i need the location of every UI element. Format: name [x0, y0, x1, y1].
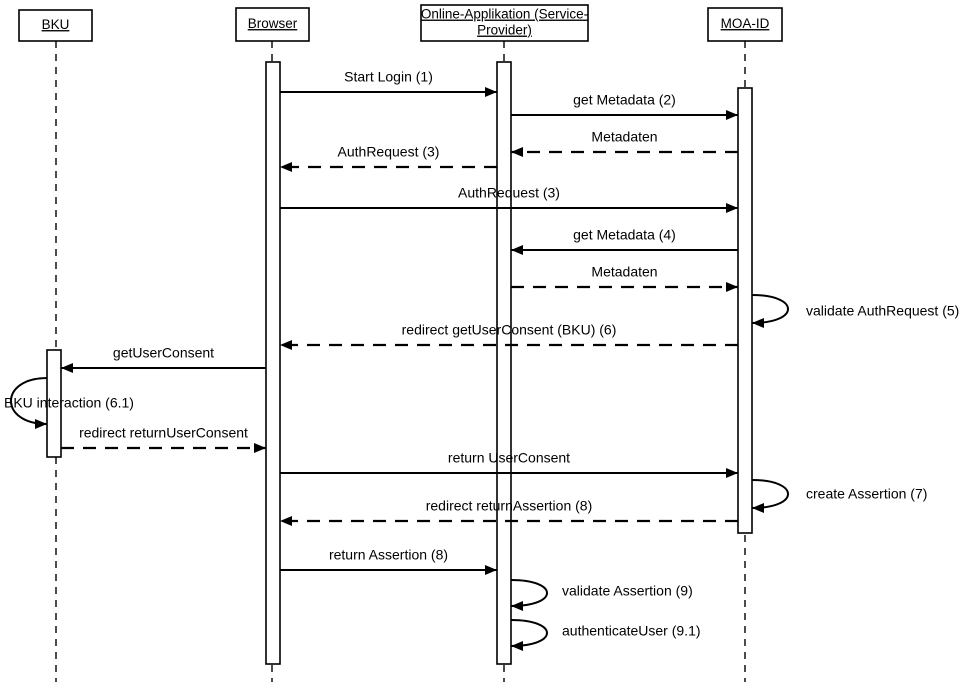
message-m11[interactable]: return UserConsent	[280, 450, 738, 478]
messages-layer: Start Login (1) get Metadata (2) Metadaten…	[61, 69, 738, 575]
message-label-m13: return Assertion (8)	[329, 547, 448, 563]
lifeline-label-bku: BKU	[42, 17, 70, 32]
self-message-arrow-s2	[10, 377, 48, 429]
message-m10[interactable]: redirect returnUserConsent	[61, 425, 266, 453]
self-message-arrow-s5	[510, 619, 548, 651]
self-message-s1[interactable]: validate AuthRequest (5)	[751, 294, 959, 328]
self-message-s4[interactable]: validate Assertion (9)	[510, 579, 693, 611]
message-m2[interactable]: get Metadata (2)	[511, 92, 738, 120]
lifeline-box-bku[interactable]	[18, 9, 93, 42]
message-label-m10: redirect returnUserConsent	[79, 425, 248, 441]
self-message-arrow-s3	[751, 479, 789, 513]
message-label-m12: redirect returnAssertion (8)	[426, 498, 593, 514]
message-label-m5: AuthRequest (3)	[458, 185, 560, 201]
self-message-s3[interactable]: create Assertion (7)	[751, 479, 927, 513]
lifelines-layer: BKU Browser Online-Applikation (Service-Pr…	[18, 4, 783, 682]
self-message-label-s1: validate AuthRequest (5)	[806, 303, 959, 319]
self-message-s5[interactable]: authenticateUser (9.1)	[510, 619, 701, 651]
message-m12[interactable]: redirect returnAssertion (8)	[280, 498, 738, 526]
message-m13[interactable]: return Assertion (8)	[280, 547, 497, 575]
message-m4[interactable]: AuthRequest (3)	[280, 144, 497, 172]
lifeline-label-online-applikation: Online-Applikation (Service-	[421, 7, 588, 22]
message-label-m7: Metadaten	[591, 264, 657, 280]
lifeline-label-online-applikation: Provider)	[477, 23, 532, 38]
self-message-s2[interactable]: BKU interaction (6.1)	[4, 377, 134, 429]
lifeline-label-browser: Browser	[248, 16, 298, 31]
message-label-m1: Start Login (1)	[344, 69, 433, 85]
self-message-label-s5: authenticateUser (9.1)	[562, 623, 701, 639]
self-message-arrow-s1	[751, 294, 789, 328]
message-label-m8: redirect getUserConsent (BKU) (6)	[402, 322, 617, 338]
lifeline-moa-id[interactable]: MOA-ID	[707, 7, 783, 682]
lifeline-box-moa-id[interactable]	[707, 7, 783, 42]
activation-bar-online-applikation-0[interactable]	[496, 61, 512, 665]
activation-bar-bku-0[interactable]	[46, 349, 62, 458]
lifeline-bku[interactable]: BKU	[18, 9, 93, 682]
message-label-m3: Metadaten	[591, 129, 657, 145]
self-message-label-s4: validate Assertion (9)	[562, 583, 693, 599]
lifeline-online-applikation[interactable]: Online-Applikation (Service-Provider)	[420, 4, 589, 682]
message-label-m4: AuthRequest (3)	[338, 144, 440, 160]
self-message-label-s2: BKU interaction (6.1)	[4, 395, 134, 411]
message-m8[interactable]: redirect getUserConsent (BKU) (6)	[280, 322, 738, 350]
message-label-m11: return UserConsent	[448, 450, 570, 466]
message-label-m9: getUserConsent	[113, 345, 214, 361]
message-m5[interactable]: AuthRequest (3)	[280, 185, 738, 213]
self-messages-layer: validate AuthRequest (5) BKU interaction …	[4, 294, 959, 651]
lifeline-box-browser[interactable]	[235, 7, 310, 42]
lifeline-browser[interactable]: Browser	[235, 7, 310, 682]
activation-bar-moa-id-0[interactable]	[737, 87, 753, 534]
message-m7[interactable]: Metadaten	[511, 264, 738, 292]
activation-bar-browser-0[interactable]	[265, 61, 281, 665]
self-message-arrow-s4	[510, 579, 548, 611]
message-label-m6: get Metadata (4)	[573, 227, 676, 243]
message-m1[interactable]: Start Login (1)	[280, 69, 497, 97]
message-m3[interactable]: Metadaten	[511, 129, 738, 157]
self-message-label-s3: create Assertion (7)	[806, 486, 927, 502]
lifeline-label-moa-id: MOA-ID	[721, 16, 770, 31]
lifeline-box-online-applikation[interactable]	[420, 4, 589, 42]
message-label-m2: get Metadata (2)	[573, 92, 676, 108]
message-m9[interactable]: getUserConsent	[61, 345, 266, 373]
message-m6[interactable]: get Metadata (4)	[511, 227, 738, 255]
